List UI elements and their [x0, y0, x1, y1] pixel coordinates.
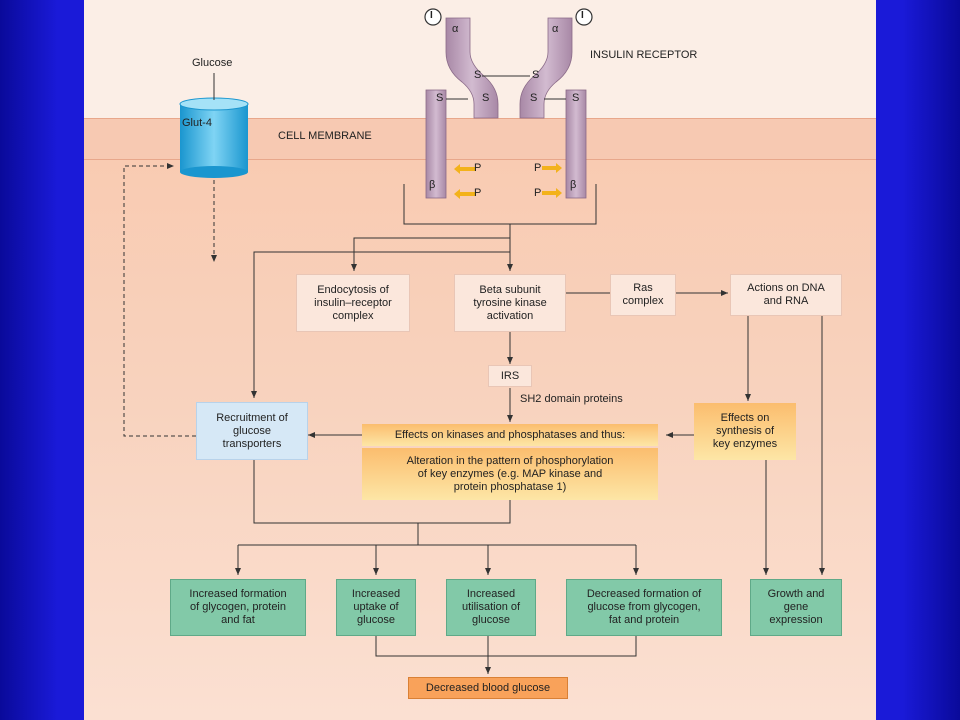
- insulin-receptor-label: INSULIN RECEPTOR: [590, 49, 698, 61]
- beta-left: β: [429, 179, 436, 191]
- blood-glucose-box: Decreased blood glucose: [408, 677, 568, 699]
- sh2-label: SH2 domain proteins: [520, 393, 623, 405]
- phosphate-4: P: [534, 187, 542, 199]
- disulfide-s6: S: [572, 92, 580, 104]
- uptake-box: Increased uptake of glucose: [336, 579, 416, 636]
- connectors: [235, 184, 825, 674]
- insulin-receptor: [424, 8, 593, 199]
- glut4-label: Glut-4: [182, 117, 212, 129]
- phosphate-2: P: [474, 187, 482, 199]
- utilisation-box: Increased utilisation of glucose: [446, 579, 536, 636]
- disulfide-s3: S: [436, 92, 444, 104]
- insulin-left: I: [430, 10, 433, 21]
- kinases-box: Effects on kinases and phosphatases and …: [362, 424, 658, 446]
- dashed-paths: [123, 163, 217, 437]
- glut4-transporter: [179, 73, 249, 178]
- disulfide-s1: S: [474, 69, 482, 81]
- diagram-graphics: [123, 8, 825, 674]
- dna-rna-box: Actions on DNA and RNA: [730, 274, 842, 316]
- phosphate-3: P: [534, 162, 542, 174]
- growth-box: Growth and gene expression: [750, 579, 842, 636]
- glycogen-box: Increased formation of glycogen, protein…: [170, 579, 306, 636]
- decreased-formation-box: Decreased formation of glucose from glyc…: [566, 579, 722, 636]
- beta-right: β: [570, 179, 577, 191]
- alteration-box: Alteration in the pattern of phosphoryla…: [362, 448, 658, 500]
- glucose-label: Glucose: [192, 57, 233, 69]
- beta-subunit-box: Beta subunit tyrosine kinase activation: [454, 274, 566, 332]
- disulfide-s2: S: [532, 69, 540, 81]
- phosphate-1: P: [474, 162, 482, 174]
- insulin-right: I: [581, 10, 584, 21]
- alpha-right: α: [552, 23, 559, 35]
- recruitment-box: Recruitment of glucose transporters: [196, 402, 308, 460]
- endocytosis-box: Endocytosis of insulin–receptor complex: [296, 274, 410, 332]
- ras-complex-box: Ras complex: [610, 274, 676, 316]
- irs-box: IRS: [488, 365, 532, 387]
- cell-membrane-label: CELL MEMBRANE: [278, 130, 372, 142]
- alpha-left: α: [452, 23, 459, 35]
- diagram-panel: Glucose Glut-4 INSULIN RECEPTOR CELL MEM…: [84, 0, 876, 720]
- disulfide-s4: S: [482, 92, 490, 104]
- synthesis-box: Effects on synthesis of key enzymes: [694, 403, 796, 460]
- disulfide-s5: S: [530, 92, 538, 104]
